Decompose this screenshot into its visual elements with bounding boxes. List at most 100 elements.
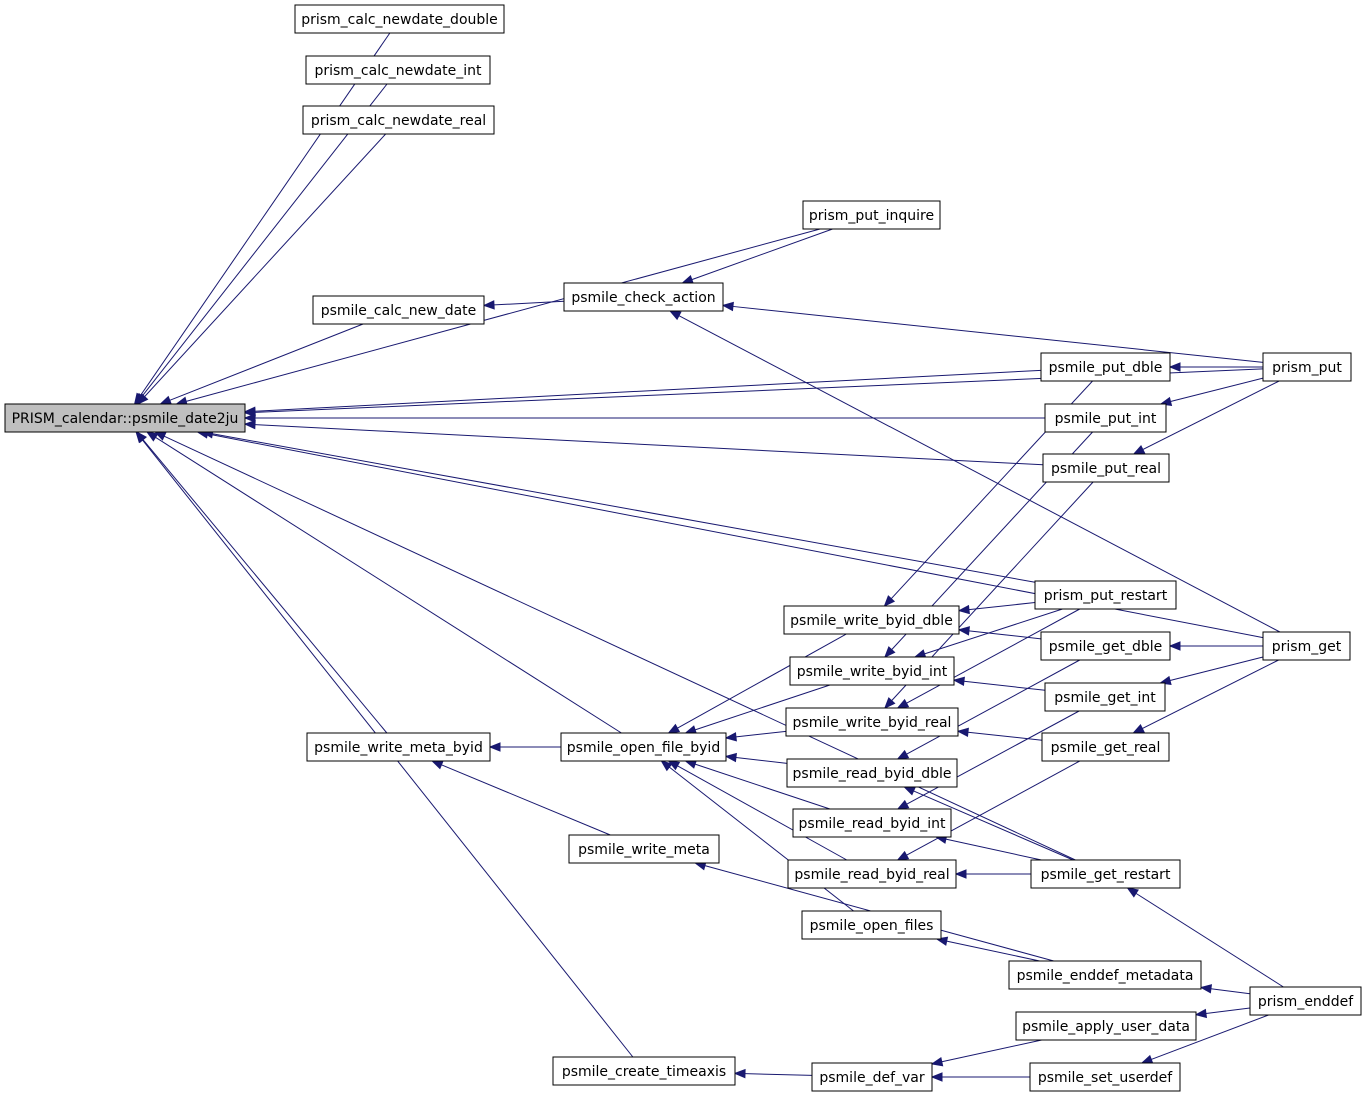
call-edge-n3-to-root xyxy=(136,133,387,405)
edge-line xyxy=(212,433,1036,583)
arrowhead-icon xyxy=(883,595,896,607)
call-edge-n8-to-n5 xyxy=(721,301,1264,363)
node-label: psmile_create_timeaxis xyxy=(562,1064,726,1080)
arrowhead-icon xyxy=(136,393,149,405)
arrowhead-icon xyxy=(660,760,673,772)
edge-line xyxy=(963,680,1046,691)
node-psmile-get-dble[interactable]: psmile_get_dble xyxy=(1040,631,1171,661)
call-edge-n5-to-n6 xyxy=(482,300,565,310)
node-box xyxy=(1249,986,1362,1016)
arrowhead-icon xyxy=(721,301,734,312)
call-edge-n16-to-n15 xyxy=(952,676,1046,691)
node-prism-calc-newdate-double[interactable]: prism_calc_newdate_double xyxy=(294,4,505,34)
node-label: psmile_apply_user_data xyxy=(1022,1019,1190,1035)
node-prism-get[interactable]: prism_get xyxy=(1262,631,1351,661)
node-label: psmile_write_byid_dble xyxy=(790,613,953,629)
node-box xyxy=(312,295,485,325)
node-label: psmile_read_byid_real xyxy=(794,867,949,883)
node-psmile-check-action[interactable]: psmile_check_action xyxy=(563,282,724,312)
edge-line xyxy=(441,764,611,836)
node-label: psmile_def_var xyxy=(819,1070,925,1086)
arrowhead-icon xyxy=(957,604,970,615)
node-psmile-set-userdef[interactable]: psmile_set_userdef xyxy=(1029,1062,1181,1092)
node-label: psmile_enddef_metadata xyxy=(1017,968,1194,984)
node-prism-put[interactable]: prism_put xyxy=(1262,352,1352,382)
node-psmile-apply-user-data[interactable]: psmile_apply_user_data xyxy=(1015,1011,1197,1041)
node-psmile-get-real[interactable]: psmile_get_real xyxy=(1041,732,1170,762)
arrowhead-icon xyxy=(667,760,681,771)
call-edge-n23-to-n18 xyxy=(430,760,611,836)
node-label: psmile_calc_new_date xyxy=(321,303,477,319)
edge-line xyxy=(677,633,847,729)
node-box xyxy=(4,403,246,433)
arrowhead-icon xyxy=(724,732,737,742)
call-edge-n15-to-n19 xyxy=(684,684,831,735)
arrowhead-icon xyxy=(243,413,256,423)
edge-line xyxy=(141,83,388,397)
node-psmile-enddef-metadata[interactable]: psmile_enddef_metadata xyxy=(1008,960,1202,990)
node-prism-calc-newdate-int[interactable]: prism_calc_newdate_int xyxy=(305,55,491,85)
call-edge-n20-to-n17 xyxy=(956,727,1043,741)
node-prism-enddef[interactable]: prism_enddef xyxy=(1249,986,1362,1016)
node-label: prism_put_inquire xyxy=(809,208,934,224)
edge-line xyxy=(946,940,1040,962)
node-psmile-put-real[interactable]: psmile_put_real xyxy=(1042,453,1170,483)
node-psmile-calc-new-date[interactable]: psmile_calc_new_date xyxy=(312,295,485,325)
call-edge-n7-to-root xyxy=(243,369,1042,416)
edge-line xyxy=(968,630,1042,640)
arrowhead-icon xyxy=(482,300,495,310)
call-edge-n1-to-root xyxy=(133,32,391,406)
node-box xyxy=(801,910,942,940)
node-label: prism_calc_newdate_double xyxy=(301,12,498,28)
arrowhead-icon xyxy=(896,698,910,709)
edge-line xyxy=(694,684,831,731)
arrowhead-icon xyxy=(243,419,256,430)
node-label: prism_get xyxy=(1272,639,1342,655)
call-edge-n31-to-n30 xyxy=(733,1068,813,1079)
call-edge-n20-to-n24 xyxy=(896,760,1080,861)
node-psmile-write-byid-real[interactable]: psmile_write_byid_real xyxy=(785,707,959,737)
node-label: psmile_get_dble xyxy=(1049,639,1162,655)
node-psmile-open-file-byid[interactable]: psmile_open_file_byid xyxy=(560,732,727,762)
node-psmile-read-byid-real[interactable]: psmile_read_byid_real xyxy=(787,859,957,889)
call-edge-n27-to-n26 xyxy=(935,936,1040,962)
arrowhead-icon xyxy=(1126,887,1139,898)
edge-line xyxy=(694,763,831,810)
node-prism-put-inquire[interactable]: prism_put_inquire xyxy=(802,200,941,230)
arrowhead-icon xyxy=(930,1072,943,1082)
edge-line xyxy=(913,790,1074,861)
node-psmile-put-dble[interactable]: psmile_put_dble xyxy=(1040,352,1171,382)
node-prism-put-restart[interactable]: prism_put_restart xyxy=(1034,580,1177,610)
arrowhead-icon xyxy=(681,274,694,284)
node-psmile-open-files[interactable]: psmile_open_files xyxy=(801,910,942,940)
arrowhead-icon xyxy=(930,1057,944,1067)
node-prism-calc-newdate-real[interactable]: prism_calc_newdate_real xyxy=(302,105,495,135)
node-psmile-create-timeaxis[interactable]: psmile_create_timeaxis xyxy=(552,1056,736,1086)
node-psmile-read-byid-int[interactable]: psmile_read_byid_int xyxy=(792,808,952,838)
node-psmile-get-int[interactable]: psmile_get_int xyxy=(1044,682,1166,712)
arrowhead-icon xyxy=(724,752,737,763)
edge-line xyxy=(677,765,848,861)
node-psmile-write-meta-byid[interactable]: psmile_write_meta_byid xyxy=(306,732,491,762)
node-psmile-write-byid-dble[interactable]: psmile_write_byid_dble xyxy=(783,605,960,635)
edge-line xyxy=(155,436,622,734)
edge-line xyxy=(1210,988,1251,995)
node-psmile-write-byid-int[interactable]: psmile_write_byid_int xyxy=(789,656,955,686)
node-psmile-put-int[interactable]: psmile_put_int xyxy=(1044,403,1167,433)
arrowhead-icon xyxy=(159,395,172,405)
node-label: psmile_read_byid_int xyxy=(799,816,946,832)
node-box xyxy=(785,707,959,737)
node-psmile-get-restart[interactable]: psmile_get_restart xyxy=(1030,859,1181,889)
arrowhead-icon xyxy=(733,1068,746,1079)
node-label: psmile_write_meta xyxy=(578,842,710,858)
node-psmile-def-var[interactable]: psmile_def_var xyxy=(811,1062,933,1092)
node-psmile-read-byid-dble[interactable]: psmile_read_byid_dble xyxy=(786,758,958,788)
edge-line xyxy=(254,369,1042,412)
arrowhead-icon xyxy=(145,431,159,442)
arrowhead-icon xyxy=(1132,724,1145,734)
call-edge-n16-to-n22 xyxy=(896,710,1080,810)
node-prism-calendar-psmile-date2ju[interactable]: PRISM_calendar::psmile_date2ju xyxy=(4,403,246,433)
node-psmile-write-meta[interactable]: psmile_write_meta xyxy=(568,834,720,864)
call-edge-n19-to-n18 xyxy=(488,742,561,752)
node-box xyxy=(1044,682,1166,712)
